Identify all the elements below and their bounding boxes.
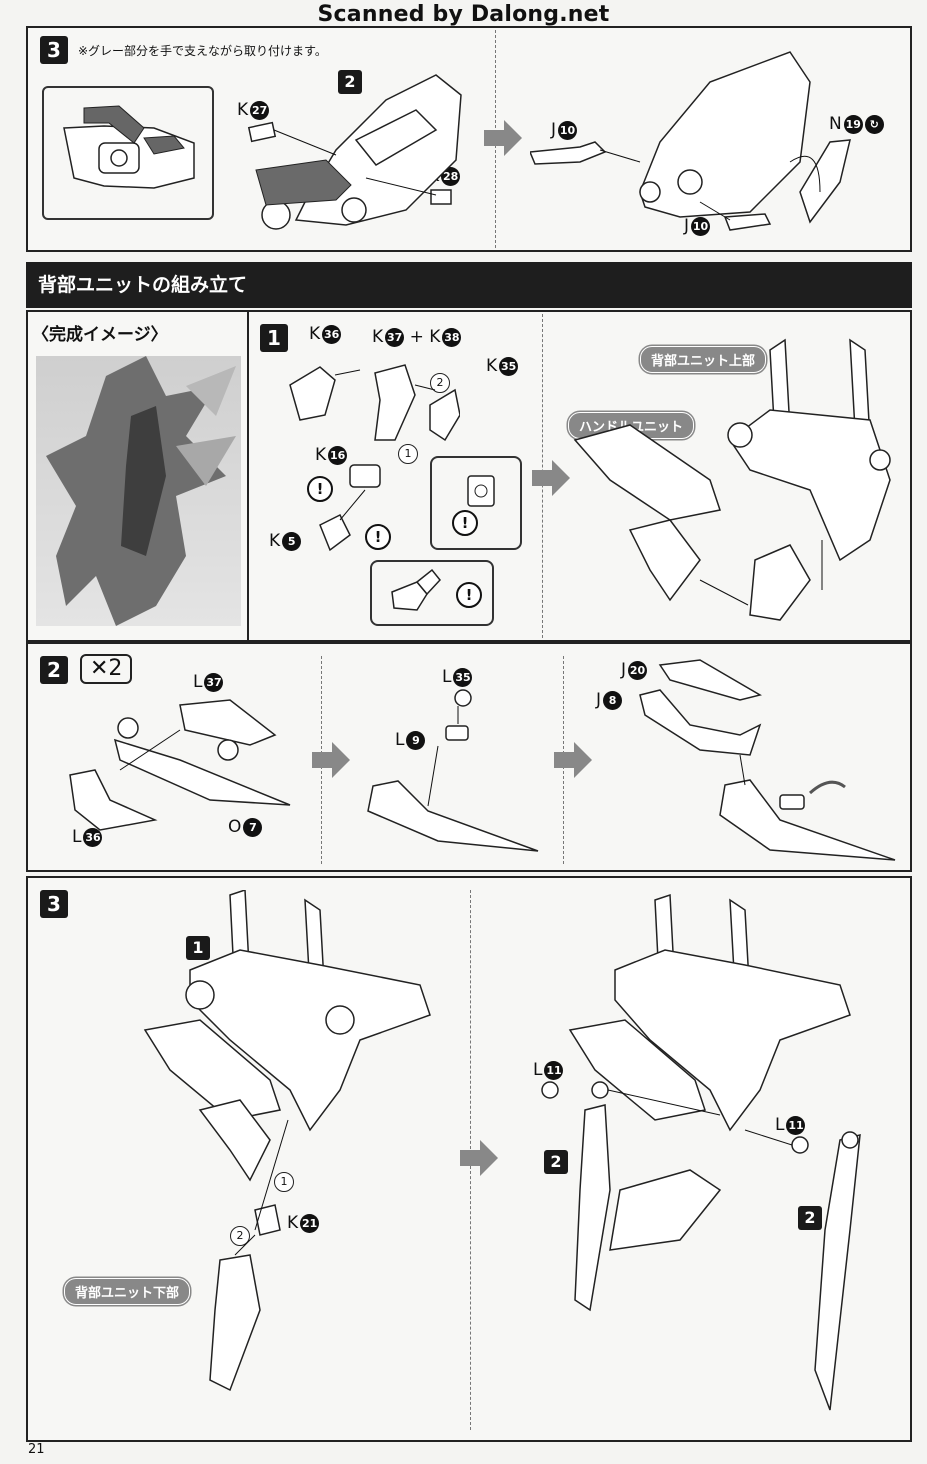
step3-right-assembly-drawing bbox=[541, 893, 861, 1411]
step2-number: 2 bbox=[40, 656, 68, 684]
step2-parts-drawing-3 bbox=[639, 659, 896, 861]
step1-detail-callout-2: ! bbox=[370, 560, 494, 626]
pill-upper-unit: 背部ユニット上部 bbox=[640, 346, 767, 373]
pill-lower-unit: 背部ユニット下部 bbox=[64, 1278, 191, 1305]
page-number: 21 bbox=[28, 1442, 45, 1457]
flow-arrow bbox=[554, 742, 592, 778]
flow-arrow bbox=[484, 120, 522, 156]
warning-icon: ! bbox=[452, 510, 478, 536]
preview-title: 〈完成イメージ〉 bbox=[32, 325, 168, 345]
top-left-assembly-drawing bbox=[247, 74, 462, 230]
step1-parts-drawing bbox=[289, 364, 460, 552]
step3-left-assembly-drawing bbox=[143, 890, 431, 1392]
order-marker-2: 2 bbox=[430, 373, 450, 393]
warning-icon: ! bbox=[307, 476, 333, 502]
step3-number: 3 bbox=[40, 890, 68, 918]
flow-arrow bbox=[312, 742, 350, 778]
step3-sub-2-left: 2 bbox=[544, 1150, 568, 1174]
order-marker-2: 2 bbox=[230, 1226, 250, 1246]
step1-number: 1 bbox=[260, 324, 288, 352]
top-right-assembly-drawing bbox=[530, 51, 851, 231]
flow-arrow bbox=[460, 1140, 498, 1176]
step1-detail-callout-1: ! bbox=[430, 456, 522, 550]
step1-result-drawing bbox=[573, 338, 891, 621]
order-marker-1: 1 bbox=[274, 1172, 294, 1192]
warning-icon: ! bbox=[365, 524, 391, 550]
section-title-bar: 背部ユニットの組み立て bbox=[26, 262, 912, 308]
step3-sub-2-right: 2 bbox=[798, 1206, 822, 1230]
top-step-note: ※グレー部分を手で支えながら取り付けます。 bbox=[78, 44, 327, 58]
step2-parts-drawing-1 bbox=[69, 699, 291, 831]
top-step-number: 3 bbox=[40, 36, 68, 64]
rotate-icon: ↻ bbox=[864, 114, 884, 134]
finished-model-photo bbox=[36, 356, 241, 626]
step3-sub-1: 1 bbox=[186, 936, 210, 960]
times-two-badge: ✕2 bbox=[80, 654, 133, 684]
top-detail-callout bbox=[42, 86, 214, 220]
preview-divider bbox=[247, 312, 249, 640]
watermark: Scanned by Dalong.net bbox=[315, 2, 612, 29]
detail-drawing bbox=[63, 105, 195, 189]
order-marker-1: 1 bbox=[398, 444, 418, 464]
top-subpart-number: 2 bbox=[338, 70, 362, 94]
step2-parts-drawing-2 bbox=[367, 689, 539, 852]
flow-arrow bbox=[532, 460, 570, 496]
warning-icon: ! bbox=[456, 582, 482, 608]
